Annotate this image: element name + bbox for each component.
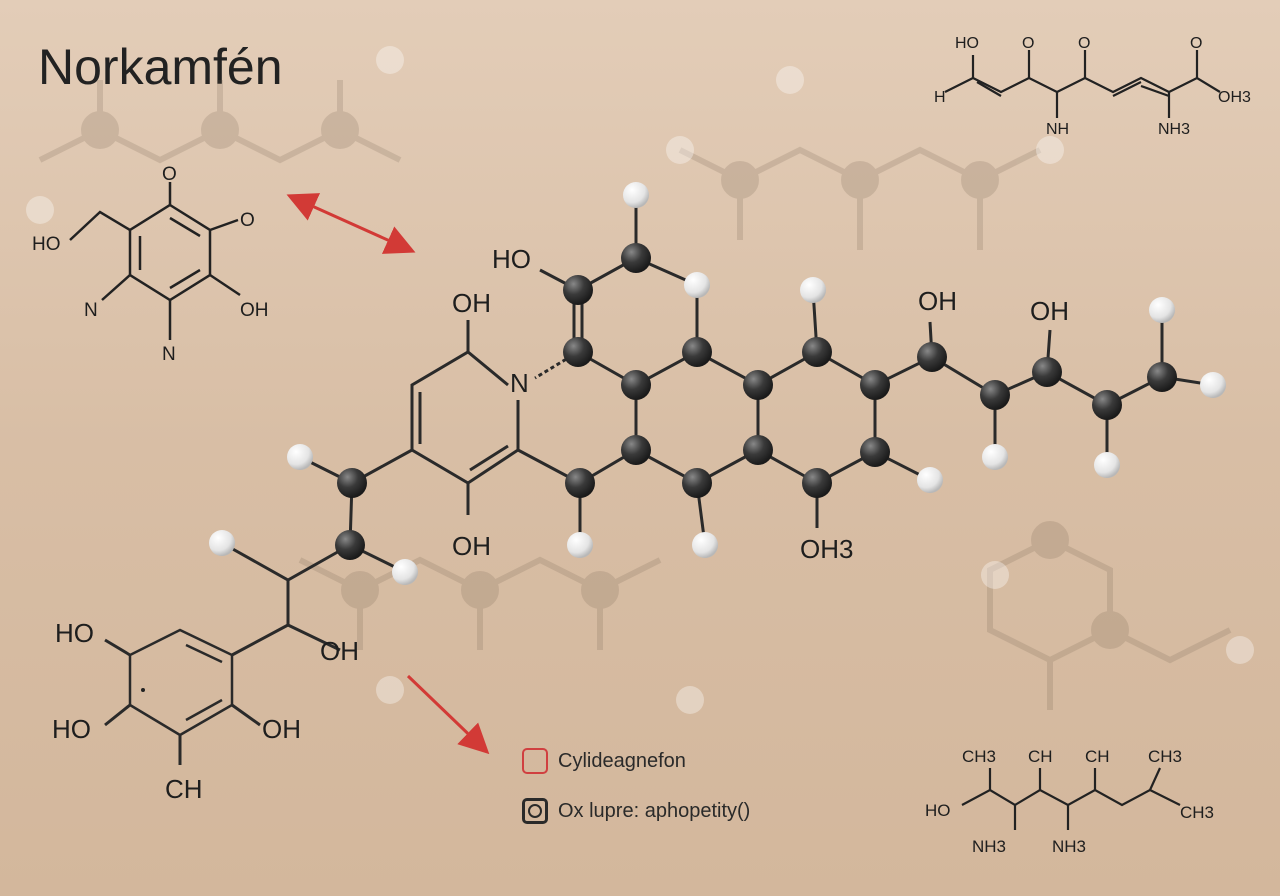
label: N xyxy=(162,344,176,365)
bottom-right-molecule xyxy=(961,767,1181,830)
legend-item: Cylideagnefon xyxy=(522,748,686,774)
label: N xyxy=(510,368,529,398)
label: CH xyxy=(1028,747,1053,766)
label: OH3 xyxy=(1218,89,1251,106)
label: NH3 xyxy=(972,837,1006,856)
label: NH xyxy=(1046,121,1069,138)
label: OH xyxy=(240,300,269,321)
label: O xyxy=(240,210,255,231)
red-square-icon xyxy=(522,748,548,774)
label: CH xyxy=(165,774,203,804)
label: O xyxy=(162,164,177,185)
diagram-title: Norkamfén xyxy=(38,39,283,95)
label: NH3 xyxy=(1158,121,1190,138)
label: OH xyxy=(918,286,957,316)
label: NH3 xyxy=(1052,837,1086,856)
label: HO xyxy=(925,801,951,820)
red-arrow-top xyxy=(286,193,416,254)
label: OH xyxy=(262,714,301,744)
label: HO xyxy=(492,244,531,274)
circle-square-icon xyxy=(522,798,548,824)
label: HO xyxy=(52,714,91,744)
hydrogen-atoms xyxy=(209,182,1226,585)
label: HO xyxy=(55,618,94,648)
top-right-molecule xyxy=(944,50,1221,118)
carbon-atoms xyxy=(335,243,1177,560)
label: HO xyxy=(955,35,979,52)
label: OH xyxy=(1030,296,1069,326)
label: HO xyxy=(32,234,61,255)
label: OH xyxy=(452,531,491,561)
main-molecule-bonds xyxy=(104,195,1214,765)
label: N xyxy=(84,300,98,321)
label: OH3 xyxy=(800,534,853,564)
label: O xyxy=(1190,35,1202,52)
background-molecules xyxy=(38,80,1232,710)
label: CH3 xyxy=(1148,747,1182,766)
background-hydrogens xyxy=(26,46,1254,714)
legend-label: Ox lupre: aphopetity() xyxy=(558,799,751,822)
label: CH3 xyxy=(962,747,996,766)
label: CH xyxy=(1085,747,1110,766)
top-left-molecule xyxy=(69,182,241,340)
label: H xyxy=(934,89,946,106)
label: OH xyxy=(452,288,491,318)
label: O xyxy=(1078,35,1090,52)
label: CH3 xyxy=(1180,803,1214,822)
red-arrow-bottom xyxy=(406,674,490,755)
label: OH xyxy=(320,636,359,666)
label: O xyxy=(1022,35,1034,52)
legend-label: Cylideagnefon xyxy=(558,749,686,772)
legend-item: Ox lupre: aphopetity() xyxy=(522,798,750,824)
